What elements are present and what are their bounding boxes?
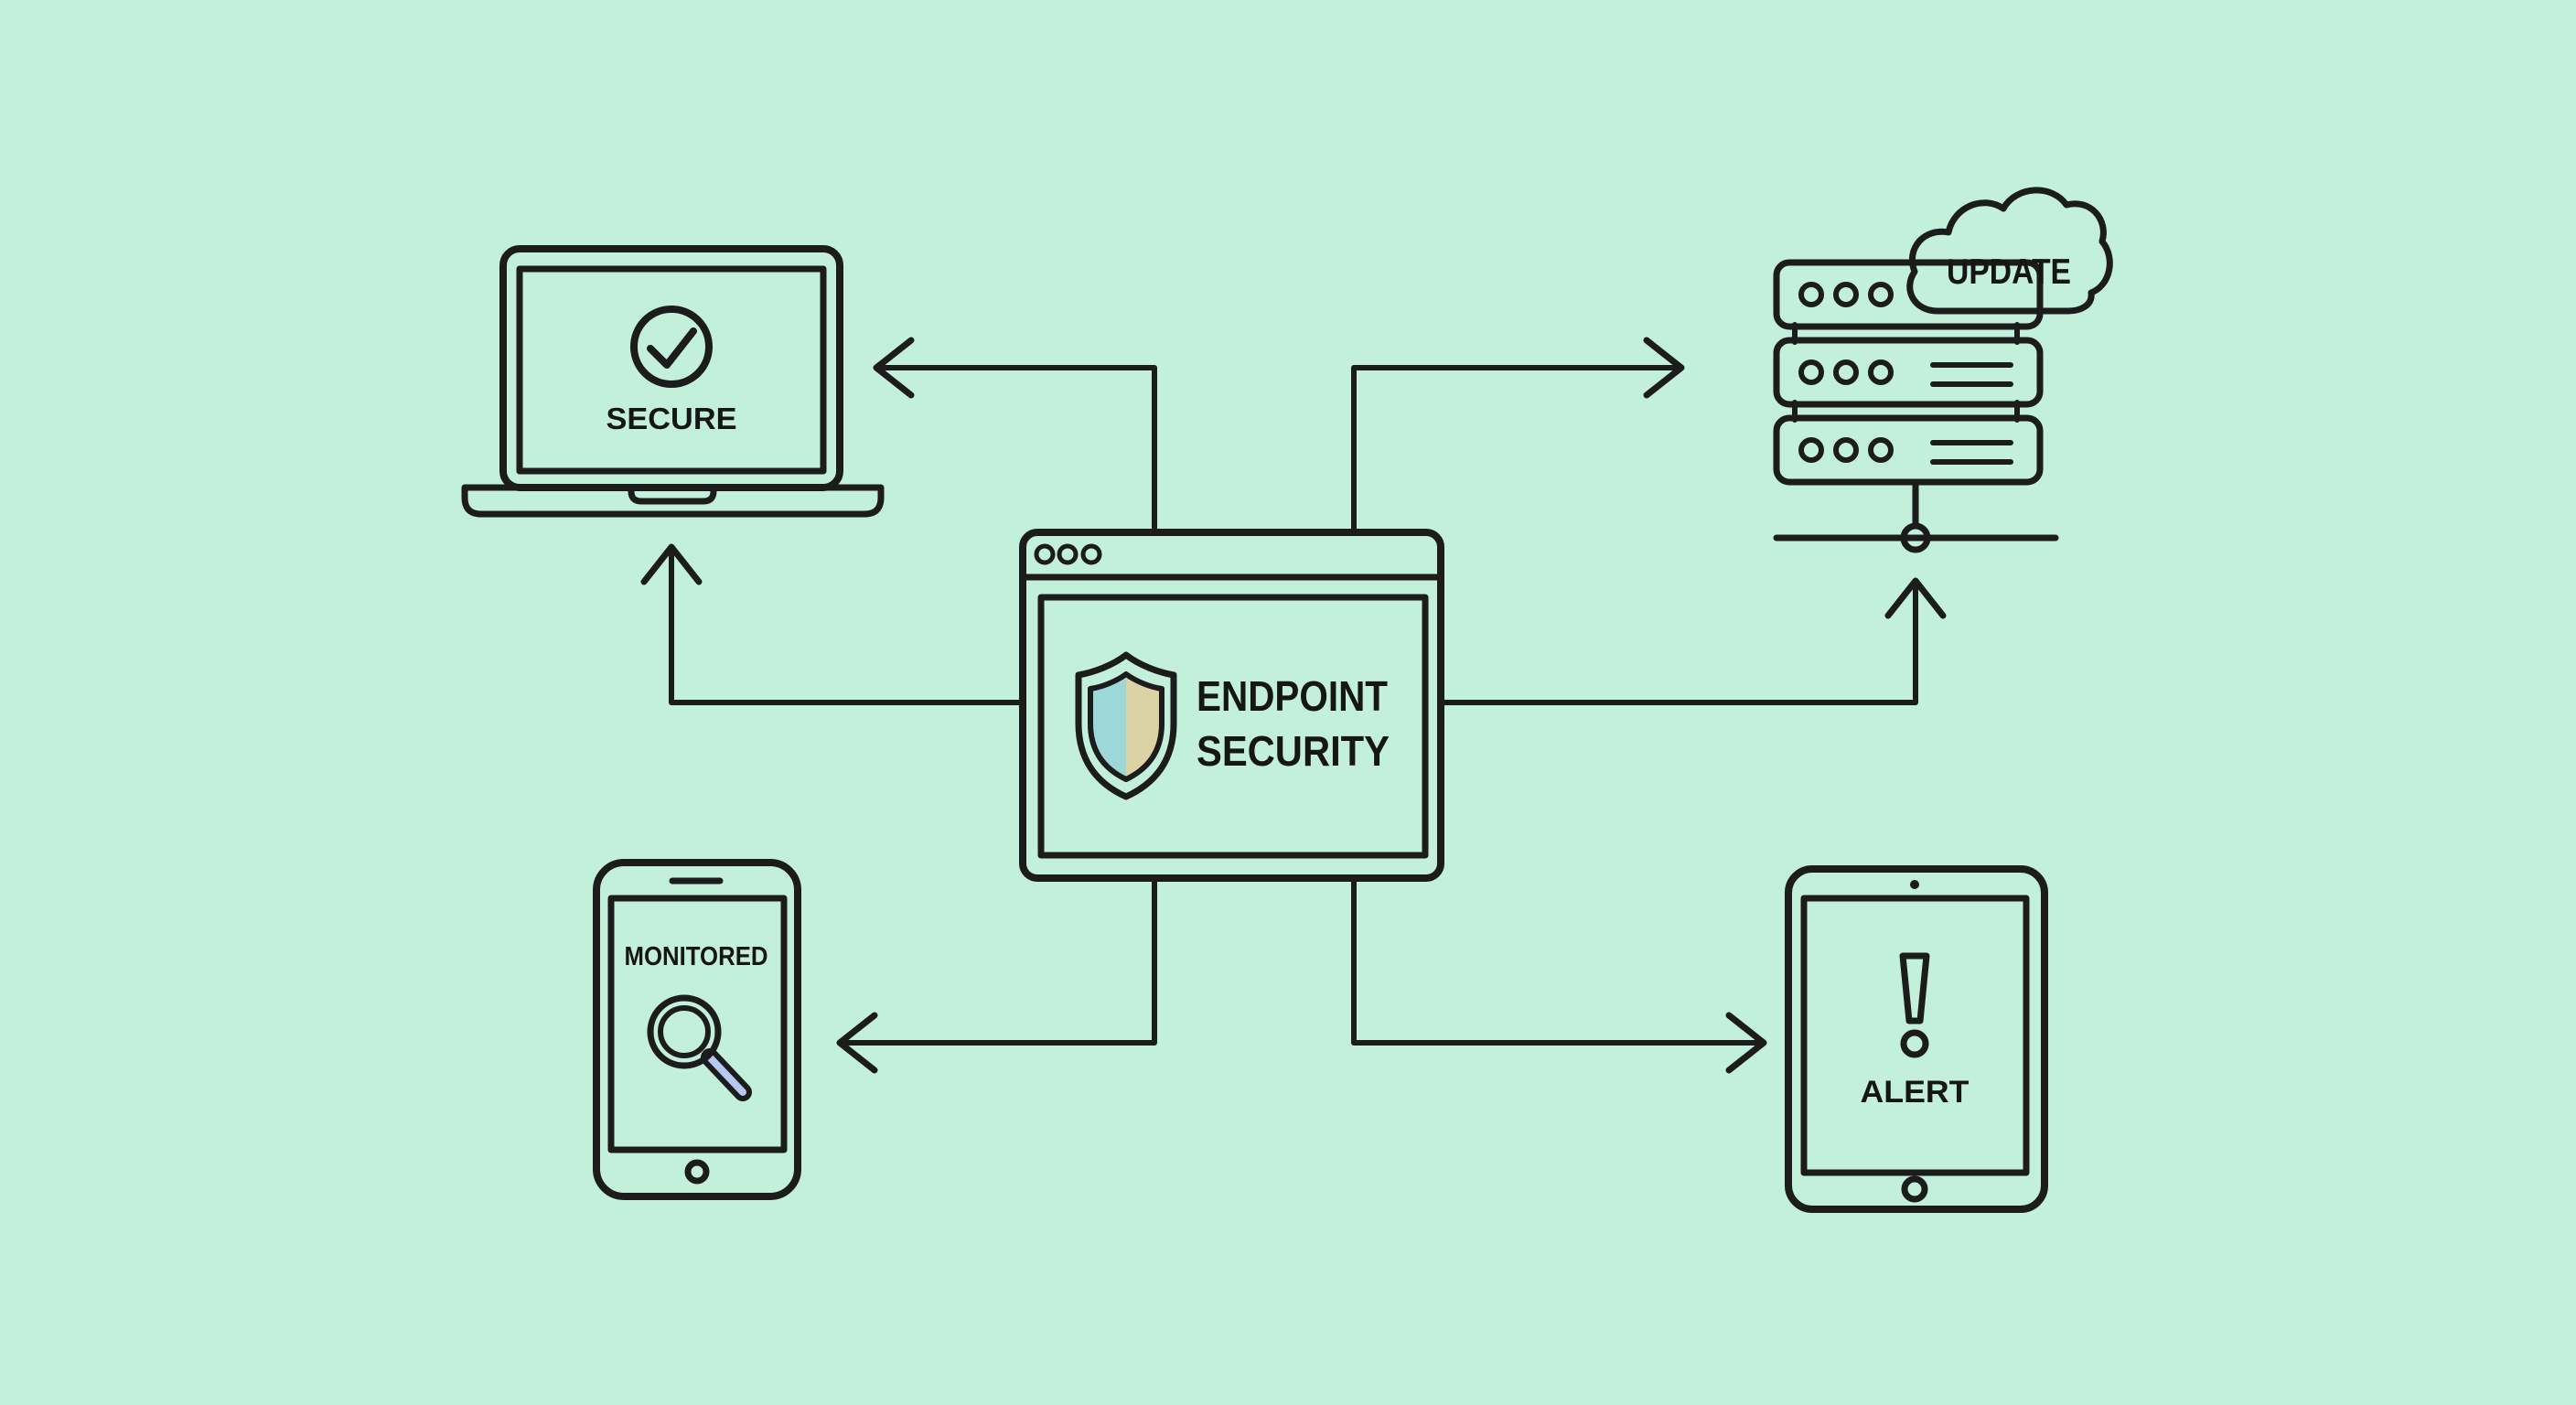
tablet-home-button <box>1901 1175 1928 1203</box>
check-circle-icon <box>630 306 713 388</box>
page-title-line-2: SECURITY <box>1197 727 1390 775</box>
connector-center-to-tablet <box>1351 875 1767 1074</box>
server-led-icon <box>1833 359 1859 385</box>
network-node <box>1900 522 1931 553</box>
browser-titlebar <box>1019 529 1444 581</box>
checkmark-icon <box>647 327 697 369</box>
server-rack-2 <box>1773 337 2044 408</box>
arrowhead-right-icon <box>1643 337 1685 399</box>
server-rack-1 <box>1773 259 2044 330</box>
tablet-screen <box>1800 895 2030 1176</box>
server-led-icon <box>1833 437 1859 463</box>
phone-status-label: MONITORED <box>625 942 768 971</box>
connector-center-to-server <box>1351 337 1685 535</box>
laptop-node: SECURE <box>461 245 885 518</box>
arrowhead-up-icon <box>640 543 703 585</box>
server-rack-3 <box>1773 414 2044 486</box>
arrowhead-left-icon <box>836 1012 878 1074</box>
phone-screen <box>607 895 788 1153</box>
connector-center-to-laptop <box>873 337 1157 535</box>
server-node: UPDATE <box>1773 187 2113 553</box>
magnifier-icon <box>647 994 752 1101</box>
shield-inner-outline <box>1088 671 1165 782</box>
server-led-icon <box>1798 437 1824 463</box>
shield-icon <box>1075 651 1177 800</box>
window-control-dot-icon <box>1034 543 1056 565</box>
server-led-icon <box>1798 359 1824 385</box>
laptop-base <box>461 484 885 518</box>
update-cloud-icon <box>1906 187 2113 315</box>
window-control-dot-icon <box>1080 543 1102 565</box>
connector-center-right-to-server <box>1438 577 1947 705</box>
laptop-screen <box>516 265 827 475</box>
server-led-icon <box>1868 359 1894 385</box>
laptop-frame <box>499 245 843 491</box>
connector-center-left-to-laptop <box>640 543 1025 705</box>
browser-content-frame <box>1037 594 1429 859</box>
arrowhead-up-icon <box>1884 577 1947 619</box>
server-led-icon <box>1798 282 1824 307</box>
server-status-label: UPDATE <box>1947 252 2071 292</box>
arrowhead-left-icon <box>873 337 915 399</box>
server-led-icon <box>1833 282 1859 307</box>
tablet-status-label: ALERT <box>1861 1075 1970 1110</box>
tablet-body <box>1785 865 2048 1213</box>
tablet-camera-icon <box>1910 880 1919 889</box>
page-title-line-1: ENDPOINT <box>1197 672 1388 720</box>
tablet-node: ALERT <box>1785 865 2048 1213</box>
phone-node: MONITORED <box>593 859 801 1200</box>
arrowhead-right-icon <box>1725 1012 1767 1074</box>
connector-center-to-phone <box>836 875 1157 1074</box>
exclamation-icon <box>1899 952 1930 1058</box>
server-led-icon <box>1868 437 1894 463</box>
window-control-dot-icon <box>1057 543 1079 565</box>
browser-window: ENDPOINT SECURITY <box>1019 529 1444 882</box>
server-led-icon <box>1868 282 1894 307</box>
laptop-status-label: SECURE <box>606 402 737 435</box>
phone-home-button <box>684 1159 710 1185</box>
shield-band <box>1075 651 1177 800</box>
phone-body <box>593 859 801 1200</box>
